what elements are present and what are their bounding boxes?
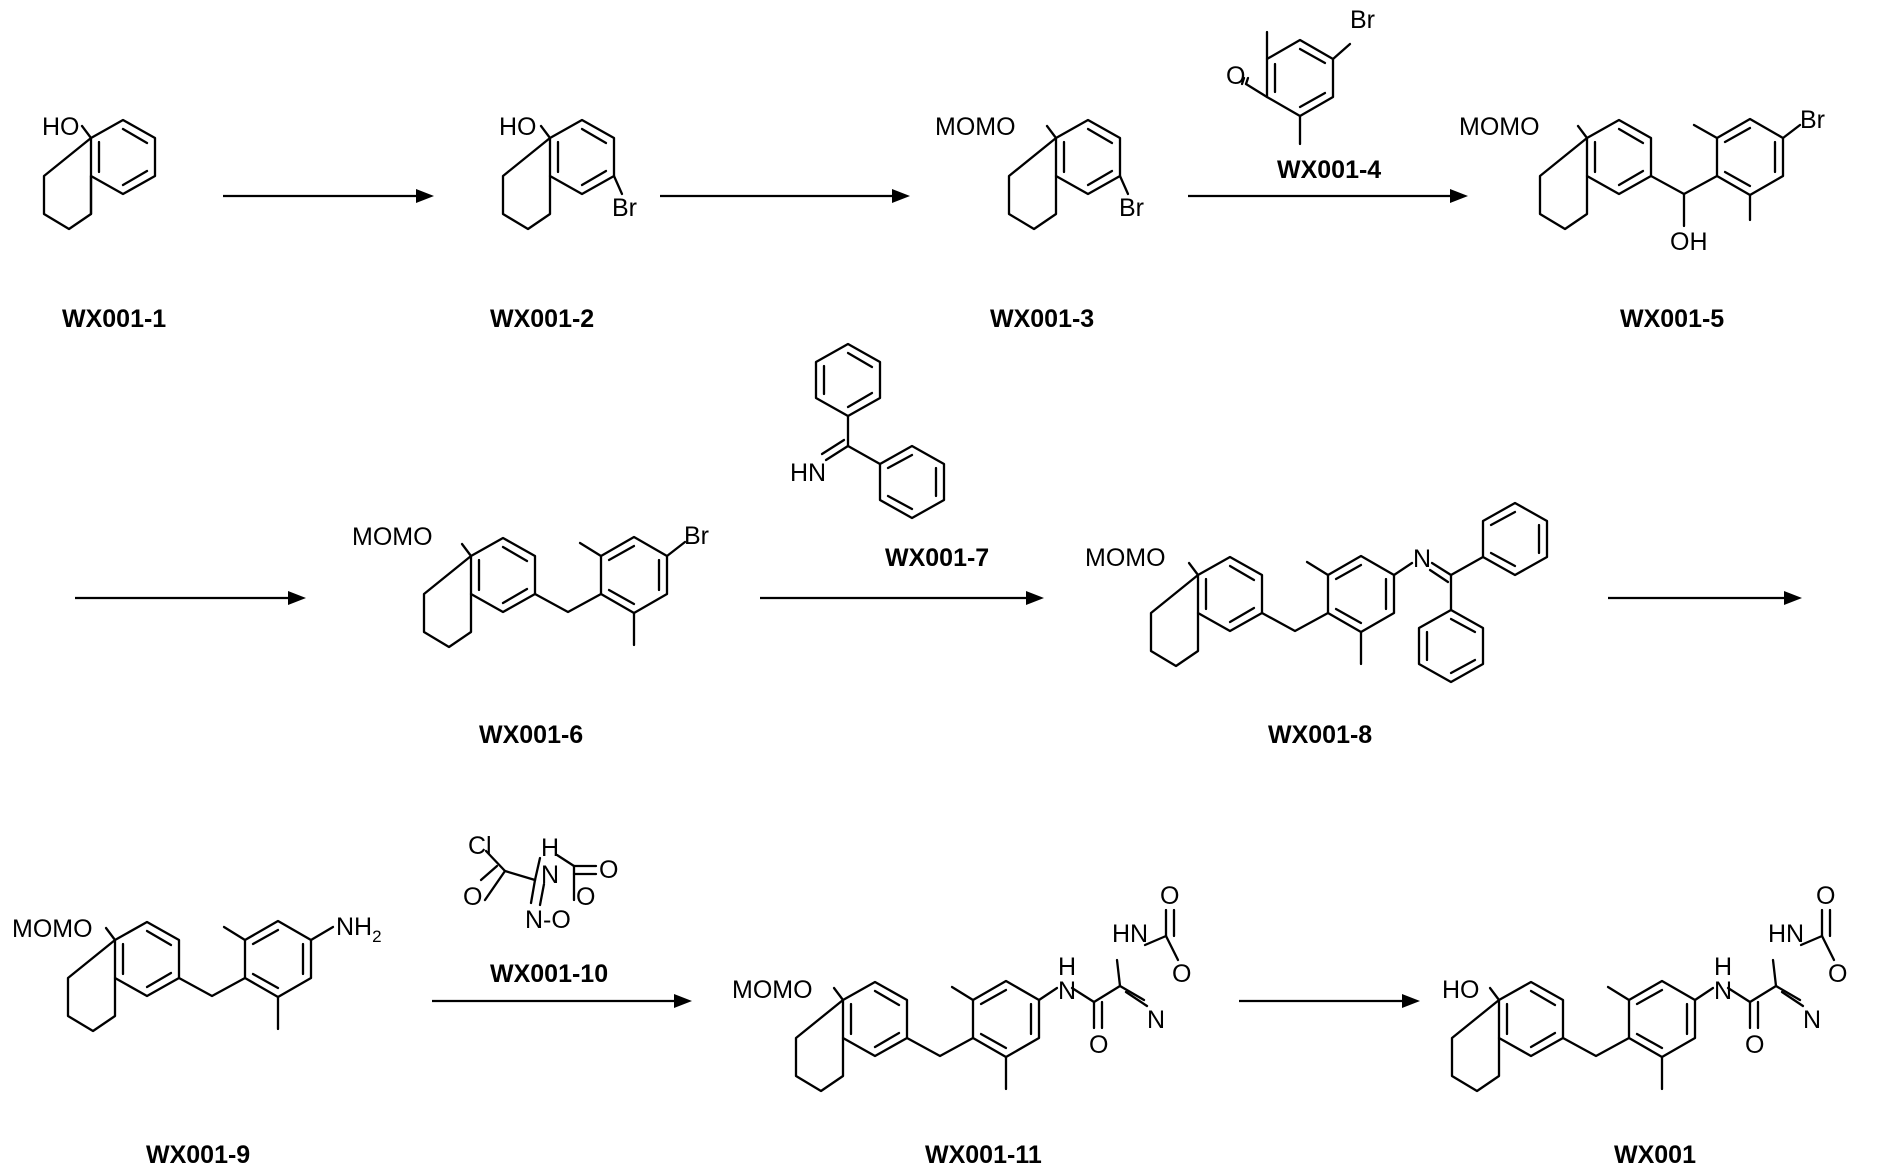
wx001-4-label: WX001-4: [1277, 156, 1381, 184]
wx001-6-structure: [424, 537, 685, 647]
compound-wx001: HO H N O HN O O N WX001: [1442, 882, 1847, 1169]
wx001-9-label: WX001-9: [146, 1141, 250, 1169]
wx001-3-label: WX001-3: [990, 305, 1094, 333]
wx001-4-bromo-label: Br: [1350, 6, 1375, 34]
reaction-arrow-1: [223, 189, 434, 203]
compound-wx001-4: O Br WX001-4: [1226, 6, 1381, 184]
wx001-hydroxyl-label: HO: [1442, 976, 1480, 1004]
wx001-8-label: WX001-8: [1268, 721, 1372, 749]
compound-wx001-6: MOMO Br WX001-6: [352, 522, 709, 749]
wx001-11-ring-o-label: O: [1172, 960, 1191, 988]
compound-wx001-5: MOMO OH Br WX001-5: [1459, 106, 1825, 333]
wx001-10-h-label: H: [541, 834, 559, 862]
reaction-arrow-7: [432, 994, 692, 1008]
wx001-10-ring-n-label: N: [541, 861, 559, 889]
wx001-9-structure: [68, 921, 333, 1031]
wx001-11-label: WX001-11: [925, 1141, 1042, 1169]
wx001-6-bromo-label: Br: [684, 522, 709, 550]
wx001-3-structure: [1009, 120, 1128, 229]
wx001-11-exo-o-label: O: [1160, 882, 1179, 910]
reaction-arrow-8: [1239, 994, 1420, 1008]
compound-wx001-11: MOMO H N O HN O O N WX001-11: [732, 882, 1191, 1169]
wx001-7-structure: [816, 344, 944, 518]
wx001-6-momo-label: MOMO: [352, 523, 433, 551]
wx001-1-hydroxyl-label: HO: [42, 113, 80, 141]
wx001-7-imine-label: HN: [790, 459, 826, 487]
wx001-8-structure: [1151, 503, 1547, 682]
wx001-5-hydroxyl-label: OH: [1670, 228, 1708, 256]
compound-wx001-10: Cl O H N O N-O O WX001-10: [463, 832, 618, 988]
wx001-10-chloro-label: Cl: [468, 832, 492, 860]
wx001-2-label: WX001-2: [490, 305, 594, 333]
compound-wx001-2: HO Br WX001-2: [490, 113, 637, 333]
wx001-amide-o-label: O: [1745, 1031, 1764, 1059]
compound-wx001-1: HO WX001-1: [42, 113, 166, 333]
wx001-5-structure: [1540, 119, 1800, 229]
reaction-arrow-5: [760, 591, 1044, 605]
wx001-9-momo-label: MOMO: [12, 915, 93, 943]
wx001-1-label: WX001-1: [62, 305, 166, 333]
wx001-4-structure: [1242, 32, 1350, 144]
wx001-2-hydroxyl-label: HO: [499, 113, 537, 141]
wx001-amide-n-label: N: [1714, 977, 1732, 1005]
compound-wx001-3: MOMO Br WX001-3: [935, 113, 1144, 333]
wx001-10-n-o-label: N-O: [525, 906, 571, 934]
wx001-6-label: WX001-6: [479, 721, 583, 749]
wx001-3-bromo-label: Br: [1119, 194, 1144, 222]
wx001-5-bromo-label: Br: [1800, 106, 1825, 134]
compound-wx001-8: MOMO N WX001-8: [1085, 503, 1547, 749]
reaction-arrow-6: [1608, 591, 1802, 605]
reaction-arrow-2: [660, 189, 910, 203]
wx001-5-label: WX001-5: [1620, 305, 1724, 333]
wx001-7-label: WX001-7: [885, 544, 989, 572]
wx001-11-momo-label: MOMO: [732, 976, 813, 1004]
wx001-11-ring-n-label: N: [1147, 1006, 1165, 1034]
wx001-10-ring-o-label: O: [576, 883, 595, 911]
wx001-4-aldehyde-o-label: O: [1226, 62, 1245, 90]
wx001-10-exo-o-label: O: [599, 856, 618, 884]
reaction-arrow-3: [1188, 189, 1468, 203]
wx001-ring-hn-label: HN: [1768, 920, 1804, 948]
wx001-11-ring-hn-label: HN: [1112, 920, 1148, 948]
wx001-exo-o-label: O: [1816, 882, 1835, 910]
wx001-11-amide-o-label: O: [1089, 1031, 1108, 1059]
wx001-ring-n-label: N: [1803, 1006, 1821, 1034]
wx001-ring-o-label: O: [1828, 960, 1847, 988]
wx001-label: WX001: [1614, 1141, 1696, 1169]
wx001-3-momo-label: MOMO: [935, 113, 1016, 141]
wx001-9-amine-label: NH2: [336, 913, 382, 946]
wx001-10-carbonyl-o-label: O: [463, 883, 482, 911]
compound-wx001-7: HN WX001-7: [790, 344, 989, 572]
wx001-11-amide-n-label: N: [1058, 977, 1076, 1005]
wx001-2-bromo-label: Br: [612, 194, 637, 222]
wx001-10-label: WX001-10: [490, 960, 608, 988]
compound-wx001-9: MOMO NH2 WX001-9: [12, 913, 382, 1169]
wx001-8-imine-n-label: N: [1413, 545, 1431, 573]
wx001-5-momo-label: MOMO: [1459, 113, 1540, 141]
wx001-8-momo-label: MOMO: [1085, 544, 1166, 572]
reaction-arrow-4: [75, 591, 306, 605]
